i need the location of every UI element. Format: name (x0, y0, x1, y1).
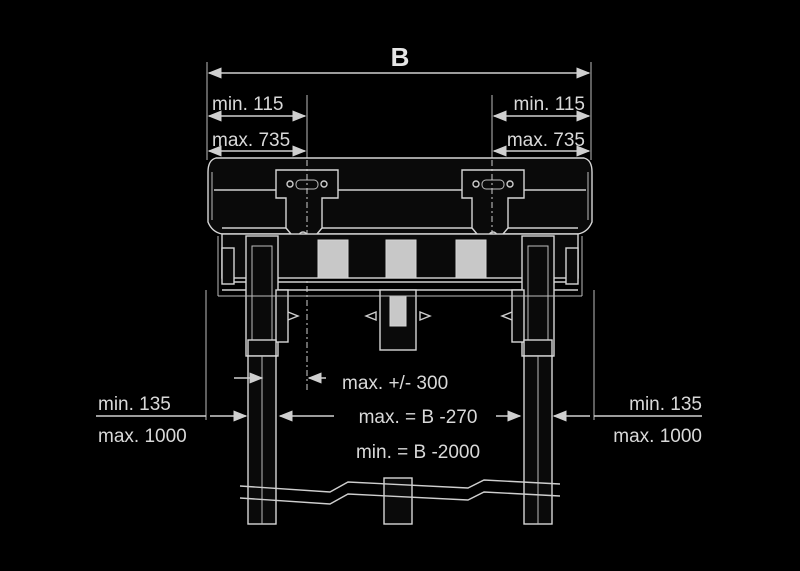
break-line (239, 479, 561, 505)
top-right-min-label: min. 115 (514, 94, 585, 115)
left-support (221, 235, 300, 525)
top-left-max-label: max. 735 (212, 130, 290, 151)
top-left-min-label: min. 115 (212, 94, 283, 115)
side-right-min-label: min. 135 (629, 394, 702, 415)
dimension-top-right: min. 115 max. 735 (491, 94, 591, 160)
dimension-offset: max. +/- 300 (234, 372, 448, 394)
dimension-b-label: B (391, 42, 410, 72)
center-unit (364, 289, 432, 525)
dimension-b: B (206, 42, 592, 160)
side-left-max-label: max. 1000 (98, 426, 187, 447)
right-support (500, 235, 579, 525)
frame-lines (217, 236, 583, 297)
dimension-top-left: min. 115 max. 735 (207, 94, 308, 160)
dimension-side-left: min. 135 max. 1000 (96, 290, 248, 447)
main-beam (207, 157, 593, 235)
side-right-max-label: max. 1000 (613, 426, 702, 447)
center-min-label: min. = B -2000 (356, 442, 480, 463)
dimension-center: max. = B -270 min. = B -2000 (278, 407, 522, 463)
top-right-max-label: max. 735 (507, 130, 585, 151)
side-left-min-label: min. 135 (98, 394, 171, 415)
center-max-label: max. = B -270 (359, 407, 478, 428)
offset-label: max. +/- 300 (342, 373, 448, 394)
dimension-side-right: min. 135 max. 1000 (552, 290, 702, 447)
